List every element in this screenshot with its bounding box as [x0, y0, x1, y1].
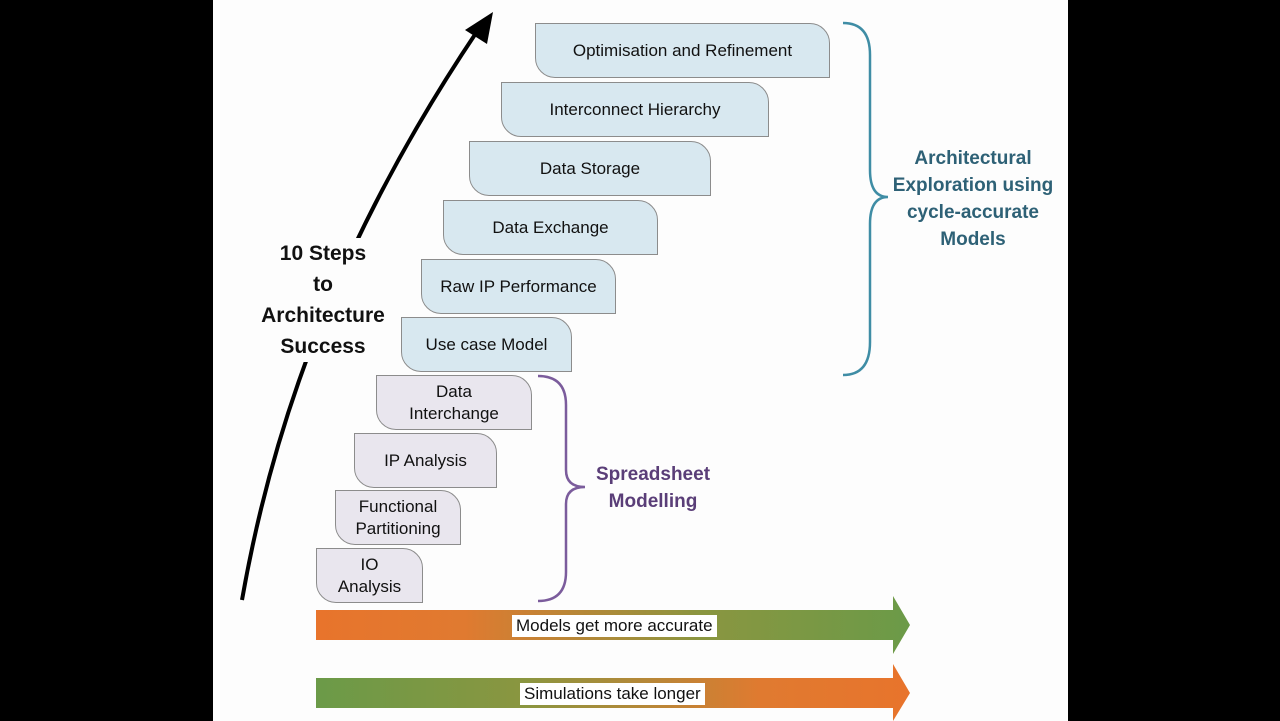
progress-arrowhead-icon	[465, 12, 493, 44]
steps-title-line: Success	[280, 335, 366, 358]
simulation-arrow-label: Simulations take longer	[520, 683, 705, 705]
step-label: Analysis	[337, 576, 402, 596]
step-label: Use case Model	[425, 334, 548, 354]
step-label: Partitioning	[355, 518, 441, 538]
step-interconnect-hierarchy: Interconnect Hierarchy	[501, 82, 769, 137]
architectural-brace	[842, 21, 889, 377]
group-label-line: Exploration using	[892, 175, 1054, 196]
step-label: Optimisation and Refinement	[572, 40, 793, 60]
step-label: Interchange	[409, 403, 499, 423]
step-io-analysis: IO Analysis	[316, 548, 423, 603]
step-label: Interconnect Hierarchy	[549, 99, 721, 119]
group-label-line: Spreadsheet	[595, 464, 711, 485]
steps-title-line: Architecture	[261, 304, 385, 327]
step-label: Raw IP Performance	[440, 276, 597, 296]
step-optimisation-and-refinement: Optimisation and Refinement	[535, 23, 830, 78]
step-data-exchange: Data Exchange	[443, 200, 658, 255]
step-data-storage: Data Storage	[469, 141, 711, 196]
group-label-line: Architectural	[914, 148, 1032, 169]
step-functional-partitioning: Functional Partitioning	[335, 490, 461, 545]
architectural-group-label: Architectural Exploration using cycle-ac…	[883, 145, 1063, 253]
steps-title: 10 Steps to Architecture Success	[248, 238, 398, 362]
step-label: Data Exchange	[492, 217, 609, 237]
step-data-interchange: Data Interchange	[376, 375, 532, 430]
group-label-line: cycle-accurate	[906, 202, 1040, 223]
group-label-line: Models	[940, 229, 1006, 250]
step-label: IP Analysis	[384, 450, 467, 470]
spreadsheet-group-label: Spreadsheet Modelling	[582, 461, 724, 515]
group-label-line: Modelling	[608, 491, 698, 512]
step-label: Data Storage	[539, 158, 641, 178]
steps-title-line: to	[313, 273, 333, 296]
step-label: Data	[436, 381, 472, 401]
step-ip-analysis: IP Analysis	[354, 433, 497, 488]
step-label: IO	[360, 554, 379, 574]
accuracy-arrow-label: Models get more accurate	[512, 615, 717, 637]
steps-title-line: 10 Steps	[279, 242, 367, 265]
spreadsheet-brace	[537, 374, 586, 603]
step-use-case-model: Use case Model	[401, 317, 572, 372]
step-raw-ip-performance: Raw IP Performance	[421, 259, 616, 314]
step-label: Functional	[358, 496, 438, 516]
